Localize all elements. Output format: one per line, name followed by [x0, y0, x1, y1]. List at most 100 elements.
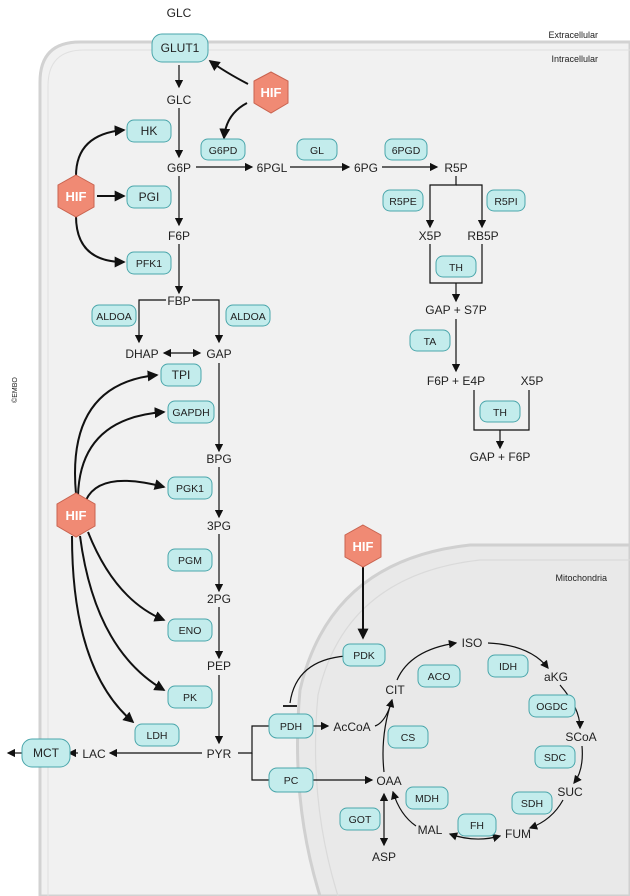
- enzyme-pdh: PDH: [268, 713, 314, 739]
- metabolite-labels: GLC GLC G6P 6PGL 6PG R5P X5P RB5P GAP + …: [82, 6, 596, 864]
- enzyme-sdh: SDH: [511, 791, 553, 815]
- enzyme-tpi: TPI: [160, 363, 202, 387]
- enzyme-sdh-label: SDH: [521, 798, 543, 810]
- hif-node-4-label: HIF: [353, 539, 374, 554]
- metabolite-f6p-e4p: F6P + E4P: [427, 374, 485, 388]
- enzyme-glut1-label: GLUT1: [161, 41, 200, 55]
- enzyme-th-1: TH: [435, 255, 477, 278]
- enzyme-g6pd-label: G6PD: [209, 145, 238, 157]
- enzyme-idh-label: IDH: [499, 661, 517, 673]
- hif-node-2: HIF: [57, 174, 95, 218]
- hif2-to-hk: [75, 125, 126, 177]
- hif3-to-ldh: [71, 535, 135, 724]
- enzyme-mct-label: MCT: [33, 746, 60, 760]
- hif-node-2-label: HIF: [66, 189, 87, 204]
- enzyme-aldoa-1-label: ALDOA: [96, 311, 132, 323]
- enzyme-mdh: MDH: [405, 786, 449, 810]
- metabolite-r5p: R5P: [444, 161, 467, 175]
- metabolite-gap-f6p: GAP + F6P: [470, 450, 531, 464]
- enzyme-hk-label: HK: [141, 124, 158, 138]
- arrow-oaa-cit: [382, 699, 393, 773]
- metabolite-pyr: PYR: [207, 747, 232, 761]
- enzyme-aco-label: ACO: [428, 671, 451, 683]
- metabolite-scoa: SCoA: [565, 730, 596, 744]
- enzyme-fh-label: FH: [470, 820, 484, 832]
- metabolite-f6p: F6P: [168, 229, 190, 243]
- hif3-to-gapdh: [77, 407, 166, 497]
- arrow-pyr-oaa: [251, 753, 374, 785]
- metabolite-dhap: DHAP: [125, 347, 158, 361]
- enzyme-tpi-label: TPI: [172, 368, 191, 382]
- enzyme-got-label: GOT: [349, 814, 372, 826]
- enzyme-sdc: SDC: [534, 745, 576, 769]
- arrow-mal-oaa: [391, 790, 417, 827]
- enzyme-mct: MCT: [21, 738, 71, 768]
- hif3-to-tpi: [74, 370, 159, 495]
- pathway-arrows: [6, 60, 585, 847]
- hif2-to-pfk1: [75, 215, 126, 268]
- arrow-r5p-split-rb5p: [456, 184, 487, 229]
- enzyme-gapdh: GAPDH: [167, 400, 215, 424]
- enzyme-th-2-label: TH: [493, 407, 507, 419]
- enzyme-hk: HK: [126, 119, 172, 143]
- metabolite-pep: PEP: [207, 659, 231, 673]
- enzyme-ldh: LDH: [134, 723, 180, 747]
- enzyme-g6pd: G6PD: [200, 138, 246, 161]
- metabolite-3pg: 3PG: [207, 519, 231, 533]
- enzyme-aldoa-1: ALDOA: [91, 304, 137, 327]
- enzyme-6pgd: 6PGD: [384, 138, 428, 161]
- hif-node-1: HIF: [253, 71, 289, 114]
- metabolite-6pg: 6PG: [354, 161, 378, 175]
- enzyme-gapdh-label: GAPDH: [172, 407, 209, 419]
- metabolite-g6p: G6P: [167, 161, 191, 175]
- metabolite-lac: LAC: [82, 747, 106, 761]
- enzyme-pgi: PGI: [126, 185, 172, 209]
- cell-membrane-inner: [47, 49, 630, 896]
- metabolite-fum: FUM: [505, 827, 531, 841]
- arrow-cit-iso: [396, 639, 458, 681]
- metabolite-cit: CIT: [385, 683, 405, 697]
- enzyme-pgm: PGM: [167, 548, 213, 572]
- enzyme-eno: ENO: [167, 618, 213, 642]
- metabolite-asp: ASP: [372, 850, 396, 864]
- metabolite-iso: ISO: [462, 636, 483, 650]
- arrow-fbp-split: [134, 299, 166, 344]
- arrow-th-bracket-2: [473, 390, 530, 431]
- enzyme-6pgd-label: 6PGD: [392, 145, 421, 157]
- enzyme-pdk-label: PDK: [353, 650, 375, 662]
- arrow-iso-akg: [487, 642, 549, 669]
- enzyme-fh: FH: [457, 813, 497, 837]
- metabolite-accoa: AcCoA: [333, 720, 370, 734]
- hif-node-1-label: HIF: [261, 85, 282, 100]
- inhibit-pdk-pdh: [289, 655, 347, 704]
- hif3-to-pk: [79, 535, 166, 691]
- hif1-to-g6pd: [219, 102, 248, 140]
- arrow-r5p-split: [425, 176, 457, 229]
- metabolite-oaa: OAA: [376, 774, 401, 788]
- enzyme-th-2: TH: [479, 400, 521, 423]
- enzyme-ta-label: TA: [424, 336, 437, 348]
- enzyme-pdh-label: PDH: [280, 721, 302, 733]
- enzyme-gl: GL: [296, 138, 338, 161]
- enzyme-glut1: GLUT1: [151, 33, 209, 63]
- mitochondrion-inner-membrane: [314, 559, 630, 896]
- enzyme-pgk1-label: PGK1: [176, 483, 204, 495]
- metabolite-2pg: 2PG: [207, 592, 231, 606]
- hif-node-3-label: HIF: [66, 508, 87, 523]
- enzyme-th-1-label: TH: [449, 262, 463, 274]
- enzyme-pc-label: PC: [284, 775, 299, 787]
- enzyme-ogdc-label: OGDC: [536, 701, 568, 713]
- hif3-to-eno: [87, 531, 166, 622]
- enzyme-eno-label: ENO: [179, 625, 202, 637]
- enzyme-nodes: GLUT1 G6PD GL 6PGD R5PE R5PI TH TA: [21, 33, 576, 837]
- enzyme-pdk: PDK: [342, 643, 386, 667]
- enzyme-r5pe: R5PE: [382, 189, 424, 212]
- enzyme-r5pi: R5PI: [486, 189, 526, 212]
- arrow-scoa-suc: [573, 745, 583, 784]
- hif1-to-glut1: [208, 60, 249, 85]
- metabolite-fbp: FBP: [167, 294, 190, 308]
- hif-regulators: HIF HIF HIF HIF: [56, 71, 382, 568]
- metabolite-akg: aKG: [544, 670, 568, 684]
- enzyme-idh: IDH: [487, 654, 529, 678]
